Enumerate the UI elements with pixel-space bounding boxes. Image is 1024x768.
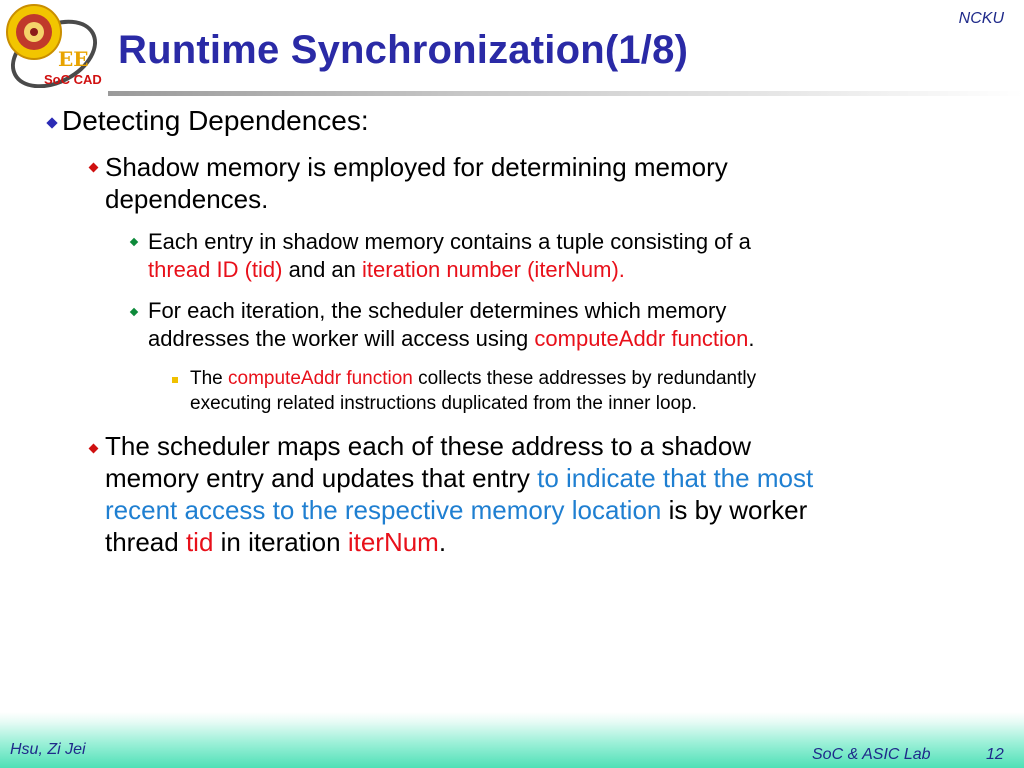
diamond-bullet-icon (88, 443, 99, 454)
footer-band (0, 712, 1024, 768)
footer-lab-name: SoC & ASIC Lab (812, 746, 931, 763)
diamond-bullet-icon (46, 117, 58, 129)
diamond-bullet-icon (129, 237, 139, 247)
svg-text:SoC CAD: SoC CAD (44, 72, 102, 87)
diamond-bullet-icon (88, 162, 99, 173)
bullet-computeaddr: The computeAddr function collects these … (190, 368, 757, 414)
bullet-shadow-entry-tuple: Each entry in shadow memory contains a t… (148, 229, 751, 282)
bullet-detecting-dependences: Detecting Dependences: (62, 105, 369, 136)
slide-title: Runtime Synchronization(1/8) (118, 28, 689, 72)
diamond-bullet-icon (129, 307, 139, 317)
page-number: 12 (986, 746, 1004, 763)
bullet-shadow-memory: Shadow memory is employed for determinin… (105, 152, 728, 214)
organization-label: NCKU (958, 10, 1004, 27)
footer-author: Hsu, Zi Jei (10, 741, 86, 758)
square-bullet-icon (172, 377, 178, 383)
ncku-soc-cad-logo: EE SoC CAD (6, 4, 102, 88)
title-divider (108, 91, 1024, 96)
svg-text:EE: EE (58, 47, 89, 71)
bullet-scheduler-addresses: For each iteration, the scheduler determ… (148, 298, 755, 351)
bullet-scheduler-maps: The scheduler maps each of these address… (105, 431, 814, 557)
